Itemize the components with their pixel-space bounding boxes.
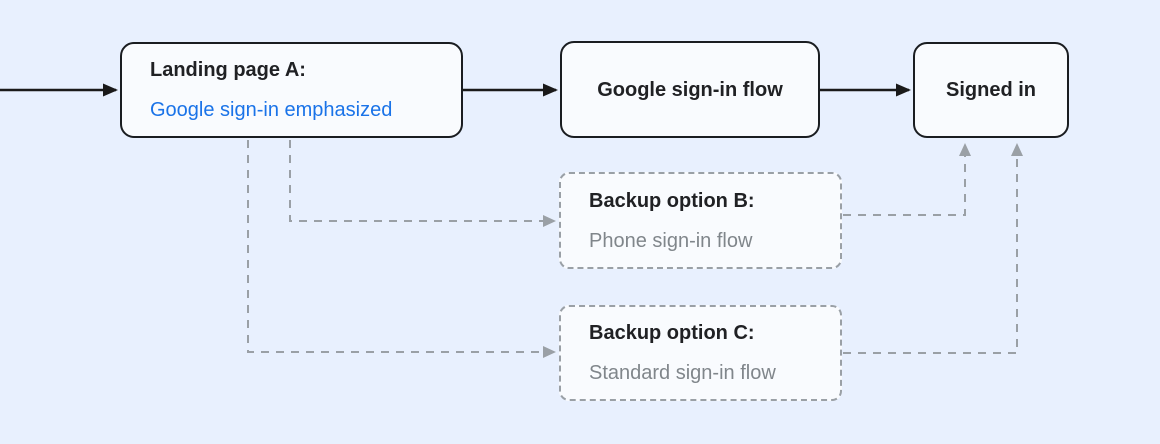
node-google-sign-in-flow: Google sign-in flow [560, 41, 820, 138]
node-landing-subtitle: Google sign-in emphasized [150, 99, 393, 121]
edge-backupc-to-signedin [843, 143, 1023, 354]
node-landing-page-a: Landing page A: Google sign-in emphasize… [120, 42, 463, 138]
node-signedin-title: Signed in [946, 79, 1036, 101]
edge-landing-to-backupb [289, 140, 556, 227]
edge-landing-to-backupc [247, 140, 556, 358]
node-backup-option-b: Backup option B: Phone sign-in flow [559, 172, 842, 269]
edge-backupb-to-signedin [843, 143, 971, 216]
node-backupb-title: Backup option B: [589, 189, 755, 212]
node-googleflow-title: Google sign-in flow [597, 78, 783, 101]
node-signed-in: Signed in [913, 42, 1069, 138]
node-backupc-subtitle: Standard sign-in flow [589, 362, 776, 384]
node-backup-option-c: Backup option C: Standard sign-in flow [559, 305, 842, 401]
node-backupc-title: Backup option C: [589, 322, 755, 344]
node-backupb-subtitle: Phone sign-in flow [589, 229, 753, 252]
node-landing-title: Landing page A: [150, 59, 306, 81]
